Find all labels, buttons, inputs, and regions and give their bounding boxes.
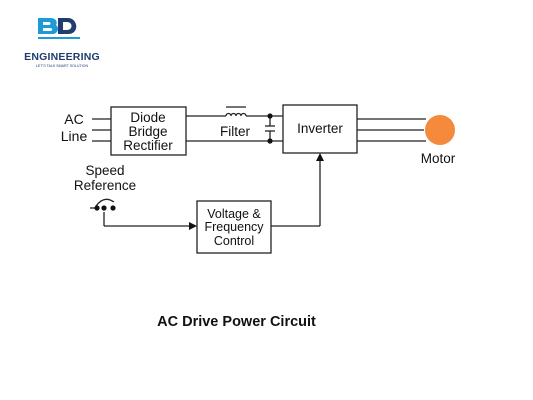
junction-dot-top	[267, 113, 273, 119]
speed-label-2: Reference	[74, 178, 136, 193]
brand-logo: ENGINEERING LET'S TALK SMART SOLUTION	[12, 14, 112, 68]
rectifier-block	[110, 106, 187, 156]
potentiometer-terminal-3	[110, 205, 116, 211]
filter-label: Filter	[220, 124, 251, 139]
inductor-symbol	[225, 112, 247, 117]
logo-name: ENGINEERING	[24, 51, 100, 63]
arrowhead-to-inverter	[316, 153, 324, 161]
rectifier-label-1: Diode	[130, 110, 165, 125]
arrowhead-to-control	[189, 222, 197, 230]
speed-label-1: Speed	[85, 163, 124, 178]
control-label-3: Control	[214, 234, 254, 248]
control-block	[196, 200, 272, 254]
rectifier-label-3: Rectifier	[123, 138, 173, 153]
inverter-label: Inverter	[297, 121, 343, 136]
control-label-2: Frequency	[204, 220, 264, 234]
logo-tagline: LET'S TALK SMART SOLUTION	[35, 64, 89, 68]
potentiometer-terminal-2	[101, 205, 107, 211]
logo-mark-icon	[38, 18, 80, 39]
rectifier-label-2: Bridge	[128, 124, 167, 139]
control-label-1: Voltage &	[207, 207, 261, 221]
motor-symbol	[425, 115, 455, 145]
junction-dot-bottom	[267, 138, 273, 144]
motor-label: Motor	[421, 151, 456, 166]
potentiometer-wiper	[95, 198, 115, 207]
potentiometer-terminal-1	[94, 205, 100, 211]
ac-line-label-1: AC	[64, 111, 83, 127]
ac-line-label-2: Line	[61, 128, 88, 144]
figure-caption: AC Drive Power Circuit	[157, 314, 316, 330]
